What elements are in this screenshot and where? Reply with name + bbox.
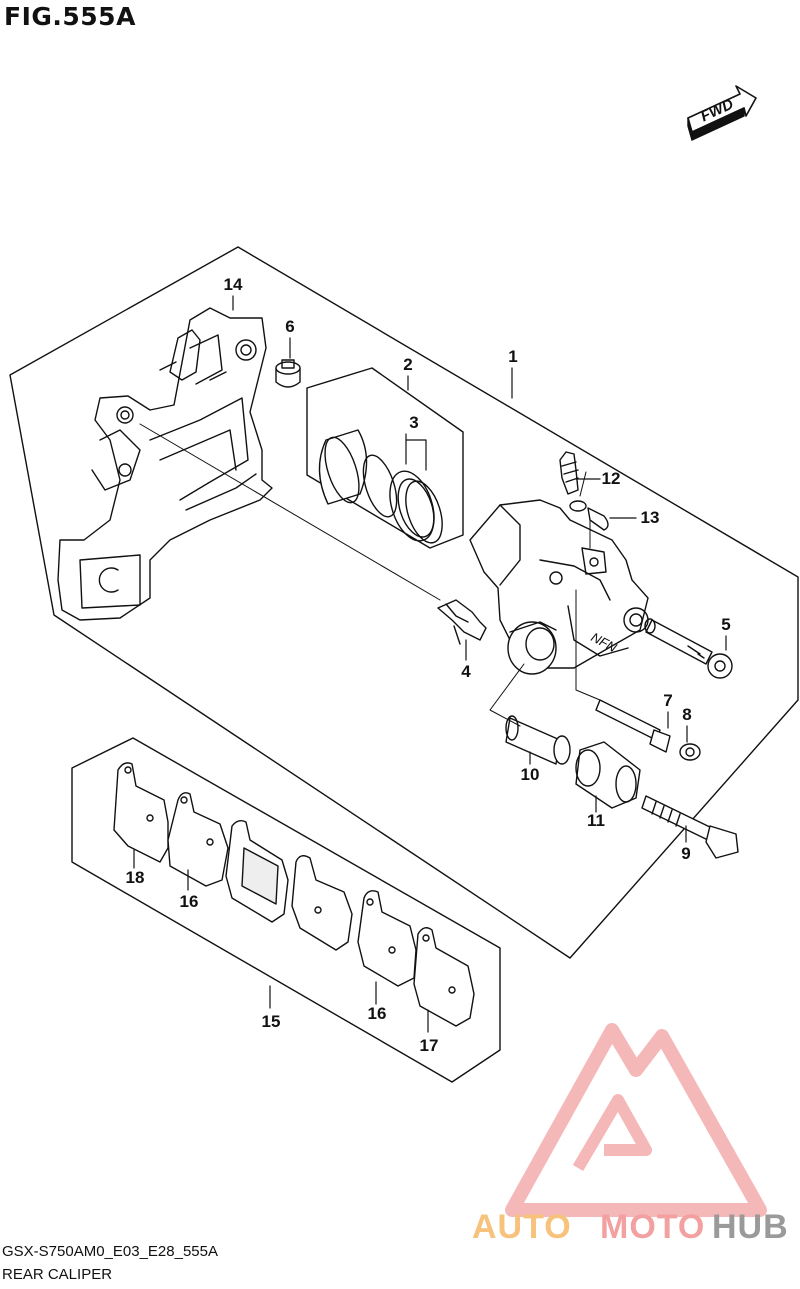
callout-9: 9 <box>681 844 691 863</box>
callout-10: 10 <box>520 765 540 784</box>
bleeder-cap-part <box>569 500 609 531</box>
callout-4: 4 <box>461 662 471 681</box>
figure-name: REAR CALIPER <box>2 1266 113 1283</box>
callout-5: 5 <box>721 615 731 634</box>
watermark-logo-icon <box>505 1023 767 1217</box>
callout-2: 2 <box>403 355 413 374</box>
callout-3: 3 <box>409 413 419 432</box>
model-code: GSX-S750AM0_E03_E28_555A <box>2 1243 218 1260</box>
watermark-text-auto: AUTO <box>472 1208 572 1246</box>
piston-seal-group-outline <box>306 367 464 549</box>
watermark-text-moto: MOTO <box>600 1208 706 1246</box>
assembly-guide-lines <box>139 423 601 727</box>
caliper-bracket-part <box>57 307 273 621</box>
pin-bolt-part <box>644 618 733 679</box>
bleeder-valve-part <box>559 451 579 495</box>
pad-spring-part <box>437 599 487 645</box>
callout-7: 7 <box>663 691 673 710</box>
sleeve-part <box>505 715 571 765</box>
callout-12: 12 <box>601 469 621 488</box>
brake-pad-right-part <box>357 890 475 1027</box>
callout-6: 6 <box>285 317 295 336</box>
callout-14: 14 <box>223 275 243 294</box>
caliper-body-part <box>469 499 649 675</box>
figure-title: FIG.555A <box>4 2 136 31</box>
slide-pin-part <box>595 699 671 753</box>
callout-1: 1 <box>508 347 518 366</box>
callout-leader-lines <box>133 295 727 1033</box>
callout-16-lower: 16 <box>367 1004 387 1023</box>
callout-8: 8 <box>682 705 692 724</box>
caliper-bolt-part <box>641 795 739 859</box>
nut-part <box>679 743 701 761</box>
brake-pad-left-part <box>113 762 229 887</box>
callout-16-upper: 16 <box>179 892 199 911</box>
brake-pad-center-part <box>225 819 353 951</box>
callout-17: 17 <box>419 1036 439 1055</box>
cap-part <box>275 359 301 388</box>
boot-part <box>575 741 641 809</box>
caliper-assembly-outline <box>9 246 799 959</box>
fwd-arrow-icon <box>687 85 757 141</box>
brake-pad-set-outline <box>71 737 501 1083</box>
callout-15: 15 <box>261 1012 281 1031</box>
watermark-text-hub: HUB <box>712 1208 789 1246</box>
callout-18: 18 <box>125 868 145 887</box>
callout-13: 13 <box>640 508 660 527</box>
piston-part <box>318 429 443 544</box>
callout-11: 11 <box>587 811 605 830</box>
